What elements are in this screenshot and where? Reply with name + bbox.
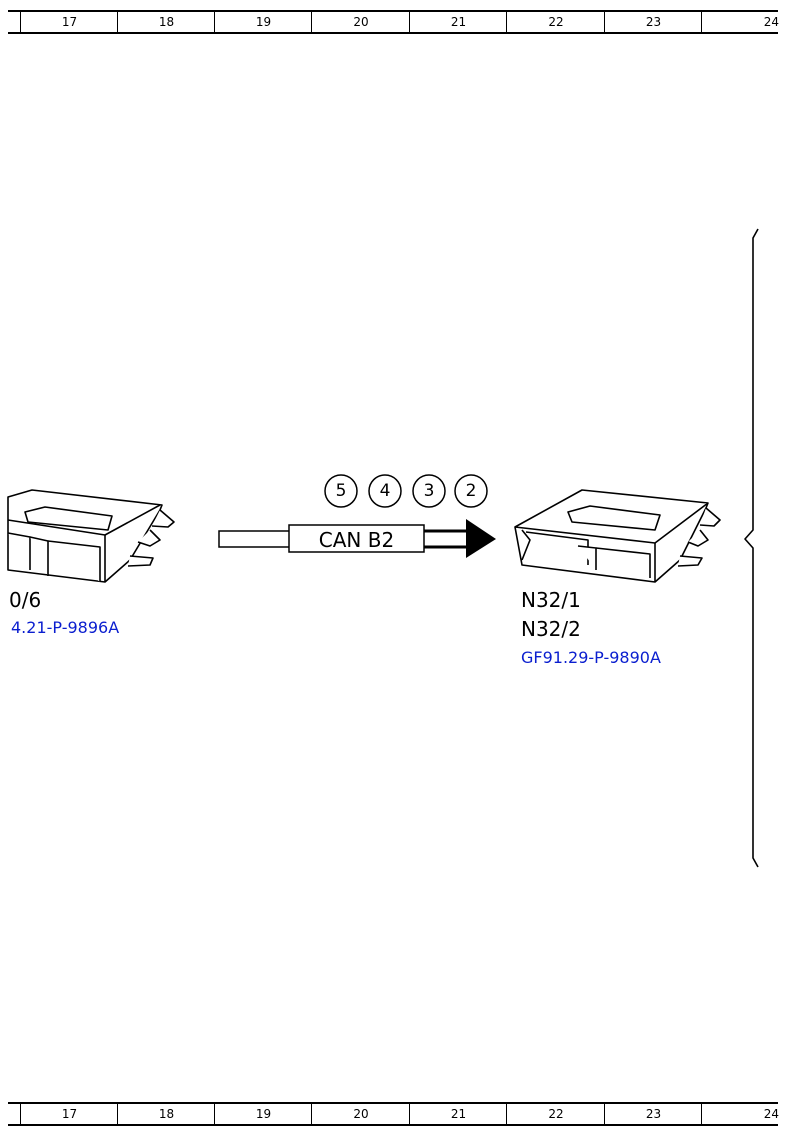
marker-label-2: 2 [465, 481, 477, 501]
ruler-cell-20: 20 [311, 1104, 410, 1124]
marker-circle-5 [324, 474, 358, 508]
ruler-cell-19: 19 [214, 1104, 312, 1124]
ruler-cell-18: 18 [117, 1104, 215, 1124]
marker-label-5: 5 [335, 481, 347, 501]
column-ruler-top: 17 18 19 20 21 22 23 24 [8, 10, 779, 34]
group-brace-icon [744, 228, 759, 868]
arrow-head-icon [466, 519, 496, 558]
ruler-cell-24: 24 [701, 1104, 779, 1124]
ruler-cell-24: 24 [701, 12, 779, 32]
ruler-cell-19: 19 [214, 12, 312, 32]
ruler-cell-22: 22 [506, 1104, 605, 1124]
right-module-reference-link[interactable]: GF91.29-P-9890A [521, 648, 661, 667]
ruler-cell-21: 21 [409, 1104, 507, 1124]
right-control-module-icon[interactable] [514, 489, 721, 583]
ruler-cell-22: 22 [506, 12, 605, 32]
right-module-code-2: N32/2 [521, 617, 581, 641]
ruler-cell-17: 17 [20, 1104, 118, 1124]
can-bus-label: CAN B2 [318, 528, 395, 552]
column-ruler-bottom: 17 18 19 20 21 22 23 24 [8, 1102, 779, 1126]
ruler-cell-18: 18 [117, 12, 215, 32]
left-module-code: 0/6 [9, 588, 42, 612]
left-control-module-icon[interactable] [7, 489, 175, 583]
ruler-cell-23: 23 [604, 1104, 702, 1124]
can-bus-line [218, 519, 496, 558]
ruler-cell-17: 17 [20, 12, 118, 32]
bus-marker-circles [324, 474, 488, 508]
ruler-cell-20: 20 [311, 12, 410, 32]
right-module-code-1: N32/1 [521, 588, 581, 612]
marker-label-4: 4 [379, 481, 391, 501]
marker-circle-4 [368, 474, 402, 508]
marker-circle-2 [454, 474, 488, 508]
marker-label-3: 3 [423, 481, 435, 501]
left-module-reference-link[interactable]: 4.21-P-9896A [11, 618, 120, 637]
marker-circle-3 [412, 474, 446, 508]
ruler-cell-23: 23 [604, 12, 702, 32]
ruler-cell-21: 21 [409, 12, 507, 32]
